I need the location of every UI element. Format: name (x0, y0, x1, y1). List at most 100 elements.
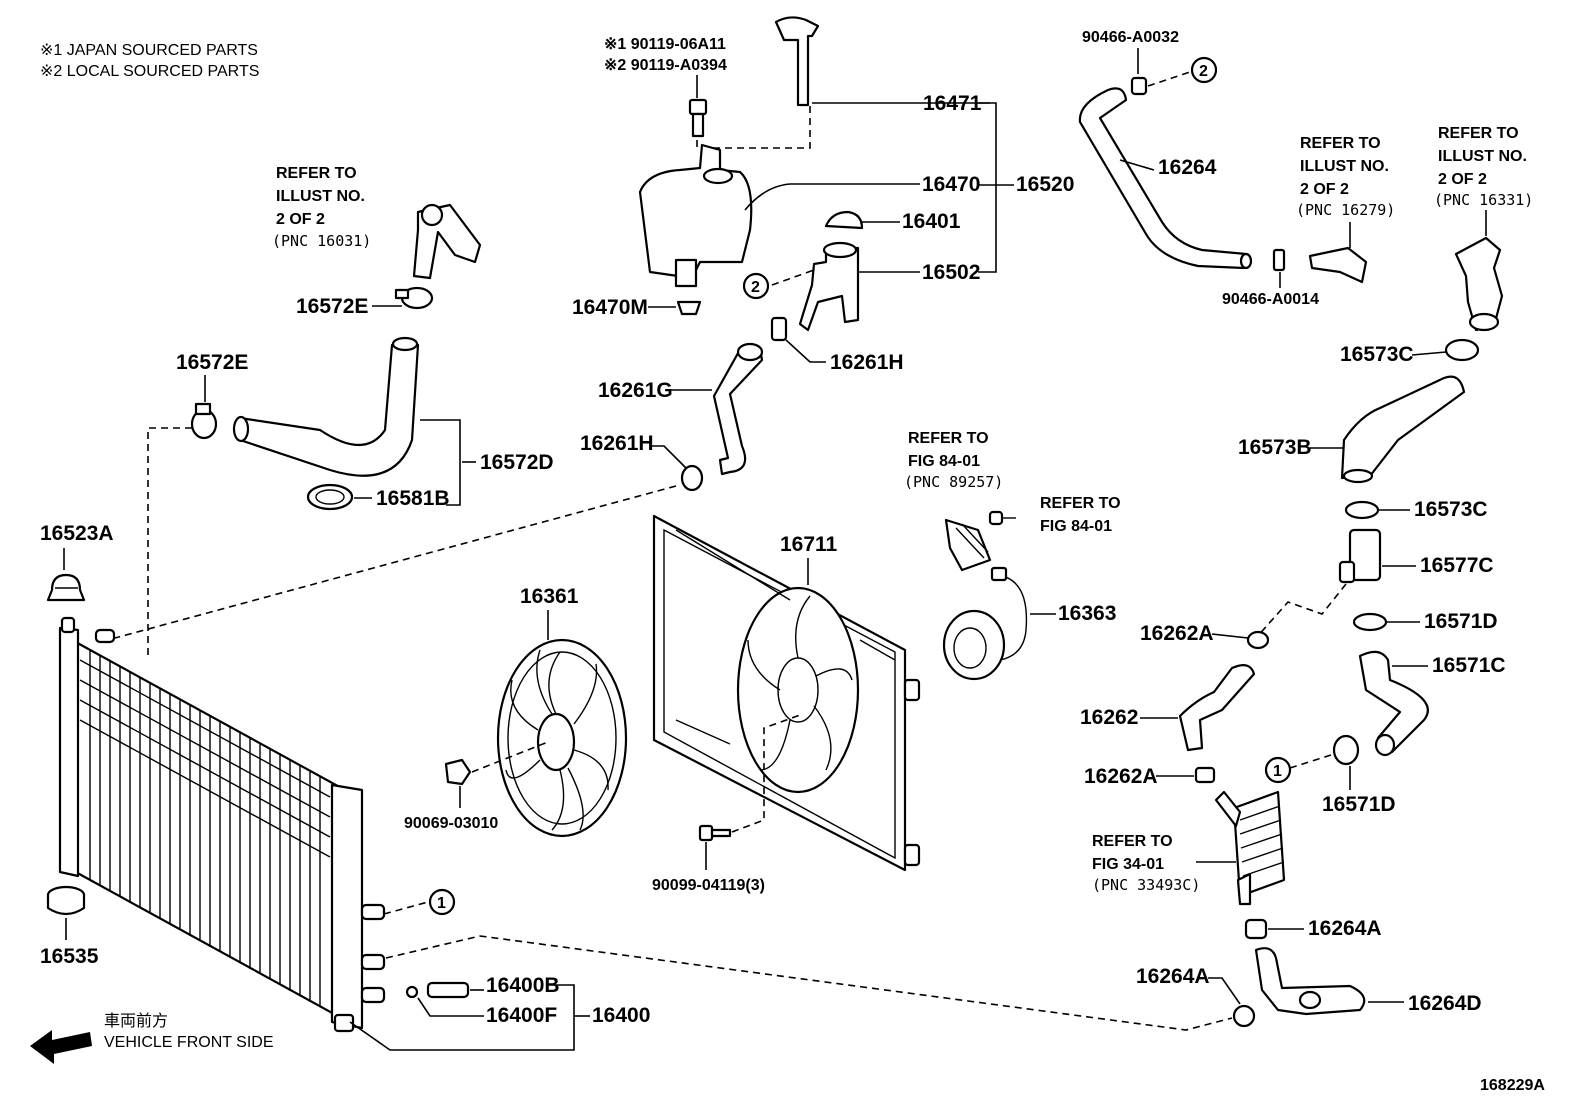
ref-16331-line1: REFER TO (1438, 125, 1519, 142)
drain-16470m (676, 300, 702, 316)
ref-16279-line2: ILLUST NO. (1300, 158, 1389, 175)
hose-16261g (712, 342, 764, 476)
clamp-16573c-lower (1344, 500, 1380, 520)
ref-89257-line1: REFER TO (908, 430, 989, 447)
label-16400b: 16400B (486, 974, 560, 997)
overflow-pipe-16471 (774, 16, 820, 107)
clamp-16573c-upper (1444, 338, 1480, 362)
label-90099: 90099-04119(3) (652, 877, 765, 894)
label-16523a: 16523A (40, 522, 114, 545)
direction-en: VEHICLE FRONT SIDE (104, 1034, 274, 1051)
clamp-16581b (306, 483, 354, 511)
label-16261h-upper: 16261H (830, 351, 904, 374)
ref-16331-line3: 2 OF 2 (1438, 171, 1487, 188)
label-16261h-lower: 16261H (580, 432, 654, 455)
label-16571d-lower: 16571D (1322, 793, 1396, 816)
ref-8401-line1: REFER TO (1040, 495, 1121, 512)
reservoir-tank-16470 (638, 143, 753, 288)
oil-cooler-33493c (1214, 790, 1286, 906)
ref-16279-line3: 2 OF 2 (1300, 181, 1349, 198)
label-16261g: 16261G (598, 379, 673, 402)
label-90119-a0394: ※2 90119-A0394 (604, 57, 727, 74)
circle-2-left: 2 (742, 272, 770, 300)
label-16363: 16363 (1058, 602, 1116, 625)
fan-motor-16363 (942, 566, 1028, 681)
label-16264a-upper: 16264A (1308, 917, 1382, 940)
label-16264a-lower: 16264A (1136, 965, 1210, 988)
ref-33493-line3: (PNC 33493C) (1092, 876, 1200, 894)
label-16471: 16471 (923, 92, 982, 115)
clamp-16264a-upper (1244, 918, 1268, 940)
cap-16401 (824, 210, 864, 230)
svg-text:1: 1 (1273, 763, 1282, 780)
clamp-16262a-lower (1194, 766, 1216, 784)
svg-text:2: 2 (1199, 63, 1208, 80)
circle-1-left: 1 (428, 888, 456, 916)
ref-89257-line3: (PNC 89257) (904, 473, 1003, 491)
union-16577c (1338, 528, 1382, 584)
bolt-90099 (698, 824, 732, 842)
label-16470m: 16470M (572, 296, 648, 319)
label-16535: 16535 (40, 945, 99, 968)
label-90466-a0014: 90466-A0014 (1222, 291, 1319, 308)
cushion-16535 (46, 885, 86, 916)
label-16470: 16470 (922, 173, 980, 196)
fan-16361 (496, 638, 628, 838)
clamp-16572e-upper (394, 286, 434, 310)
hose-16573b (1340, 375, 1466, 484)
hose-16262 (1178, 663, 1256, 752)
figure-id: 168229A (1480, 1077, 1545, 1094)
ref-16279-line4: (PNC 16279) (1296, 201, 1395, 219)
circle-2-right: 2 (1190, 56, 1218, 84)
clamp-16264a-lower (1232, 1004, 1256, 1028)
clip-90466-a0032 (1130, 76, 1148, 96)
grommet-16523a (46, 573, 86, 602)
ref-16031-line1: REFER TO (276, 165, 357, 182)
upper-hose-16572d (232, 336, 420, 477)
clamp-16261h-lower (680, 464, 704, 492)
clamp-16571d-upper (1352, 612, 1388, 632)
ref-16031-line4: (PNC 16031) (272, 232, 371, 250)
legend-japan-sourced: ※1 JAPAN SOURCED PARTS (40, 42, 258, 59)
legend-local-sourced: ※2 LOCAL SOURCED PARTS (40, 63, 259, 80)
ref-33493-line1: REFER TO (1092, 833, 1173, 850)
drain-cock (405, 981, 470, 999)
hose-16264 (1078, 87, 1253, 270)
direction-jp: 車両前方 (104, 1012, 168, 1030)
label-16573c-upper: 16573C (1340, 343, 1414, 366)
circle-1-right: 1 (1264, 756, 1292, 784)
ref-16279-line1: REFER TO (1300, 135, 1381, 152)
fan-shroud-16711 (652, 514, 921, 872)
label-90119-06a11: ※1 90119-06A11 (604, 36, 726, 53)
label-16264d: 16264D (1408, 992, 1482, 1015)
ref-33493-line2: FIG 34-01 (1092, 856, 1164, 873)
label-90466-a0032: 90466-A0032 (1082, 29, 1179, 46)
label-16581b: 16581B (376, 487, 450, 510)
label-16571d-upper: 16571D (1424, 610, 1498, 633)
label-16577c: 16577C (1420, 554, 1494, 577)
nut-90069 (444, 758, 472, 786)
ref-16031-line3: 2 OF 2 (276, 211, 325, 228)
bolt-90119 (688, 98, 708, 138)
ref-16031-line2: ILLUST NO. (276, 188, 365, 205)
ref-89257-line2: FIG 84-01 (908, 453, 980, 470)
clamp-16572e-lower (190, 402, 218, 440)
ref-16331-line4: (PNC 16331) (1434, 191, 1533, 209)
label-16573c-lower: 16573C (1414, 498, 1488, 521)
radiator-assembly (58, 616, 386, 1033)
filler-neck-16502 (798, 241, 860, 332)
hose-16571c (1358, 650, 1429, 757)
label-16502: 16502 (922, 261, 980, 284)
label-16573b: 16573B (1238, 436, 1312, 459)
water-inlet-16031 (412, 203, 482, 280)
label-16520: 16520 (1016, 173, 1074, 196)
fan-resistor-89257 (944, 518, 992, 572)
clamp-16571d-lower (1332, 734, 1360, 766)
label-16711: 16711 (780, 533, 838, 556)
clip-90466-a0014 (1272, 248, 1286, 272)
label-16572e-upper: 16572E (296, 295, 368, 318)
ref-16331-line2: ILLUST NO. (1438, 148, 1527, 165)
label-16361: 16361 (520, 585, 579, 608)
svg-text:2: 2 (751, 279, 760, 296)
